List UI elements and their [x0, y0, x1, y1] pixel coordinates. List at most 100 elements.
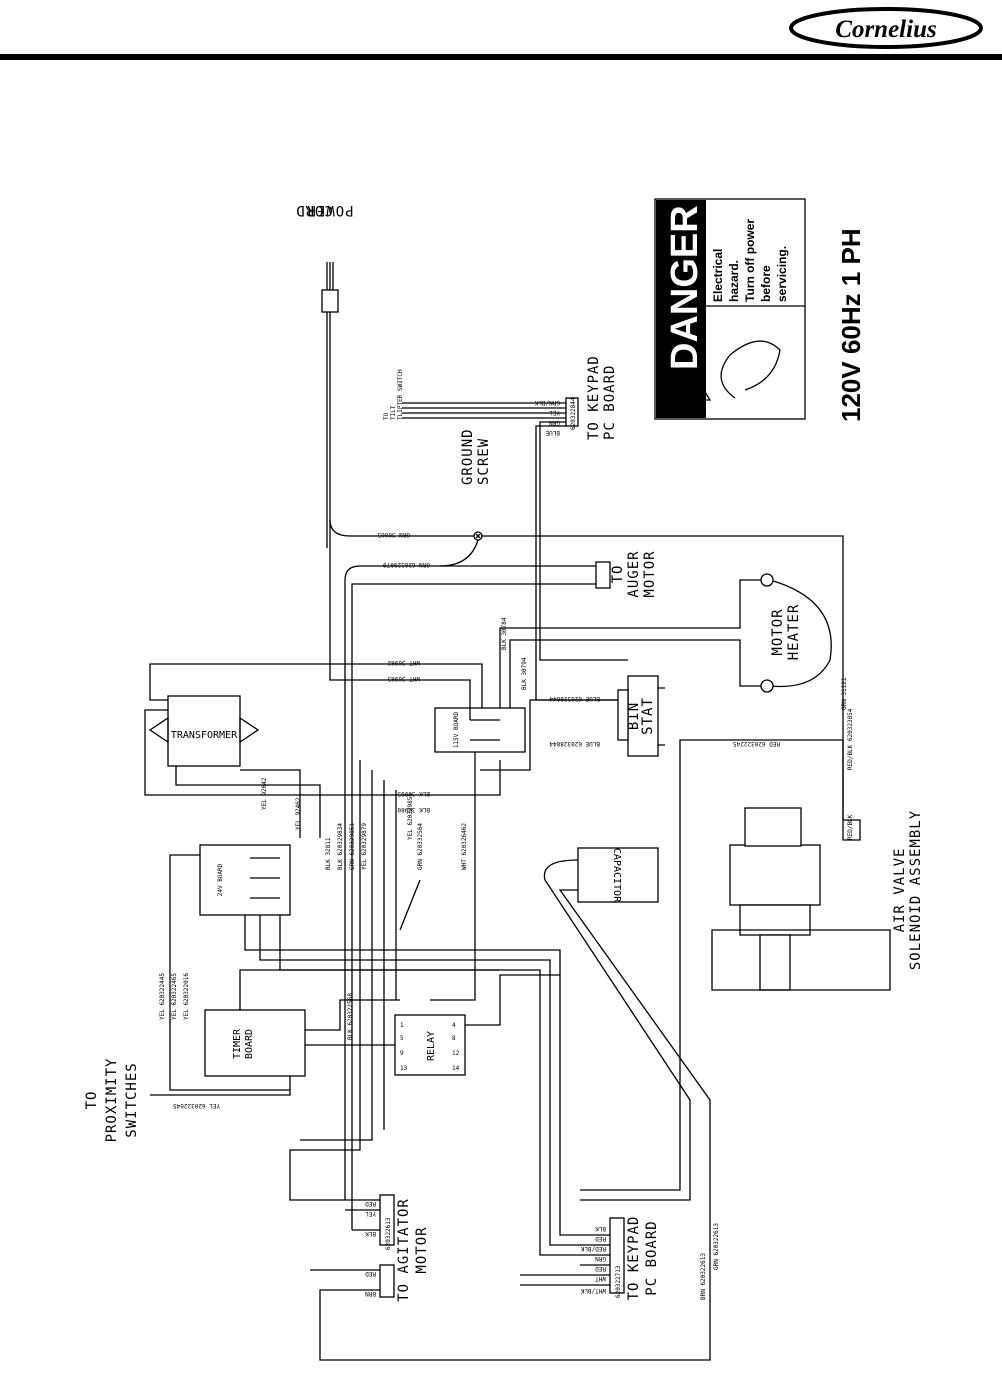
- wire-label: GRN 31121: [841, 677, 848, 710]
- air-valve-solenoid: [711, 807, 891, 991]
- power-cord-label-1: POWER: [306, 202, 353, 218]
- auger-motor-label-3: MOTOR: [642, 550, 658, 597]
- wire-label: RED 620322245: [733, 740, 780, 747]
- connector-wire-label: RED: [365, 1200, 376, 1207]
- wire-label: GRN 620322613: [713, 1223, 720, 1270]
- connector-wire-label: GRN: [595, 1255, 606, 1262]
- relay-pin: 8: [452, 1035, 456, 1042]
- wire-label: GRN 30005: [377, 531, 410, 538]
- wire-label: YEL 620322045: [173, 1102, 220, 1109]
- relay-pin: 14: [452, 1065, 460, 1072]
- wire-label: YEL 620322445: [159, 973, 166, 1020]
- wire-label: YEL 620322016: [183, 973, 190, 1020]
- wire-label: BLK 32811: [325, 837, 332, 870]
- danger-line-3: Turn off power: [743, 219, 757, 302]
- relay-pin: 12: [452, 1050, 460, 1057]
- tilt-switch-label-3: TLIPTER SWITCH: [397, 369, 404, 420]
- connector-wire-label: BRN: [365, 1290, 376, 1297]
- connector-wire-label: RED: [595, 1235, 606, 1242]
- timer-board-label-1: TIMER: [232, 1028, 243, 1059]
- auger-motor-label-1: TO: [610, 565, 626, 584]
- board-115v-label: 115V BOARD: [453, 712, 460, 749]
- connector-wire-label: RED: [595, 1265, 606, 1272]
- agitator-label-2: MOTOR: [414, 1226, 430, 1273]
- wire-label: YEL 92642: [261, 777, 268, 810]
- wire-label: GRN 620329879: [383, 561, 430, 568]
- wire-label: BLUE 620328844: [549, 740, 600, 747]
- ground-screw-label-1: GROUND: [460, 428, 476, 485]
- transformer: [148, 695, 260, 767]
- keypad-top-label-2: PC BOARD: [602, 365, 618, 440]
- keypad-top-label-1: TO KEYPAD: [586, 355, 602, 440]
- wire-label: YEL 620322465: [171, 973, 178, 1020]
- air-valve-label-1: AIR VALVE: [892, 848, 908, 933]
- relay-pin: 9: [400, 1050, 404, 1057]
- connector-wire-label: RED/BLK: [580, 1245, 606, 1252]
- connector-wire-label: RED: [365, 1270, 376, 1277]
- wire-label: WHT 620326462: [461, 823, 468, 870]
- connector-wire-label: WHT: [595, 1275, 606, 1282]
- wire-label: BLK 620329834: [337, 823, 344, 870]
- proximity-label-1: TO: [84, 1091, 100, 1110]
- capacitor-label: CAPACITOR: [611, 848, 622, 903]
- wire-label: GRN 620329851: [349, 823, 356, 870]
- auger-motor-label-2: AUGER: [626, 550, 642, 597]
- wire-label: BLK 30995: [397, 790, 430, 797]
- wire-label: BLUE 620328844: [549, 695, 600, 702]
- wire-label: RED/BLK 620323854: [847, 708, 854, 770]
- wire-label: YEL 620329879: [361, 823, 368, 870]
- agitator-label-1: TO AGITATOR: [396, 1198, 412, 1302]
- proximity-label-3: SWITCHES: [124, 1062, 140, 1137]
- wire-label: GRN 620332564: [417, 823, 424, 870]
- bin-stat-symbol: [658, 687, 665, 746]
- wire-label: YEL 92462: [295, 797, 302, 830]
- connector-wire-label: YEL: [365, 1210, 376, 1217]
- board-24v-label: 24V BOARD: [217, 863, 224, 896]
- connector-wire-label: WHT/BLK: [580, 1287, 606, 1294]
- connector-part-label: 620322613: [385, 1217, 392, 1250]
- voltage-label: 120V 60Hz 1 PH: [836, 228, 866, 422]
- relay-pin: 1: [400, 1022, 404, 1029]
- wire-label: WHT 30982: [387, 659, 420, 666]
- relay-label: RELAY: [426, 1031, 437, 1061]
- tilt-switch-label-2: TILT: [390, 405, 397, 420]
- logo-text: Cornelius: [835, 16, 936, 43]
- wire-label: BRN 620322613: [700, 1253, 707, 1300]
- motor-heater-label-2: HEATER: [786, 604, 802, 661]
- danger-line-5: servicing.: [775, 246, 789, 302]
- motor-heater-label-1: MOTOR: [770, 608, 786, 655]
- wiring: [144, 262, 861, 1361]
- proximity-label-2: PROXIMITY: [104, 1058, 120, 1143]
- wire-label: BLK 620322568: [347, 993, 354, 1040]
- danger-line-4: before: [759, 265, 773, 302]
- danger-title: DANGER: [664, 205, 706, 370]
- wire-label: YEL 620329855: [407, 793, 414, 840]
- keypad-bottom-label-2: PC BOARD: [644, 1220, 660, 1295]
- danger-sign: [654, 198, 806, 420]
- transformer-label: TRANSFORMER: [171, 730, 238, 741]
- connector-wire-label: BLK: [595, 1225, 606, 1232]
- ground-screw-label-2: SCREW: [476, 438, 492, 485]
- timer-board-label-2: BOARD: [244, 1029, 255, 1059]
- header-rule: [0, 54, 1002, 60]
- connector-part-label: 620322713: [615, 1265, 622, 1298]
- relay-pin: 13: [400, 1065, 408, 1072]
- wire-label: BLK 30784: [501, 617, 508, 650]
- tilt-switch-label-1: TO: [383, 412, 390, 420]
- connector-wire-label: YEL: [549, 409, 560, 416]
- danger-line-1: Electrical: [711, 249, 725, 302]
- relay-pin: 5: [400, 1035, 404, 1042]
- relay-pin: 4: [452, 1022, 456, 1029]
- connector-wire-label: BLUE: [545, 429, 560, 436]
- wire-label: RED/BLK: [847, 814, 854, 840]
- bin-stat-label-2: STAT: [640, 697, 656, 735]
- power-cord-label-2: CORD: [295, 202, 333, 218]
- wire-label: WHT 30985: [387, 675, 420, 682]
- bin-stat-label-1: BIN: [626, 702, 642, 730]
- wire-label: BLK 30794: [521, 657, 528, 690]
- cornelius-logo: Cornelius: [789, 7, 983, 49]
- keypad-bottom-label-1: TO KEYPAD: [626, 1216, 642, 1301]
- connector-part-label: 620322844: [570, 397, 577, 430]
- wire-label: BLK 30980: [397, 806, 430, 813]
